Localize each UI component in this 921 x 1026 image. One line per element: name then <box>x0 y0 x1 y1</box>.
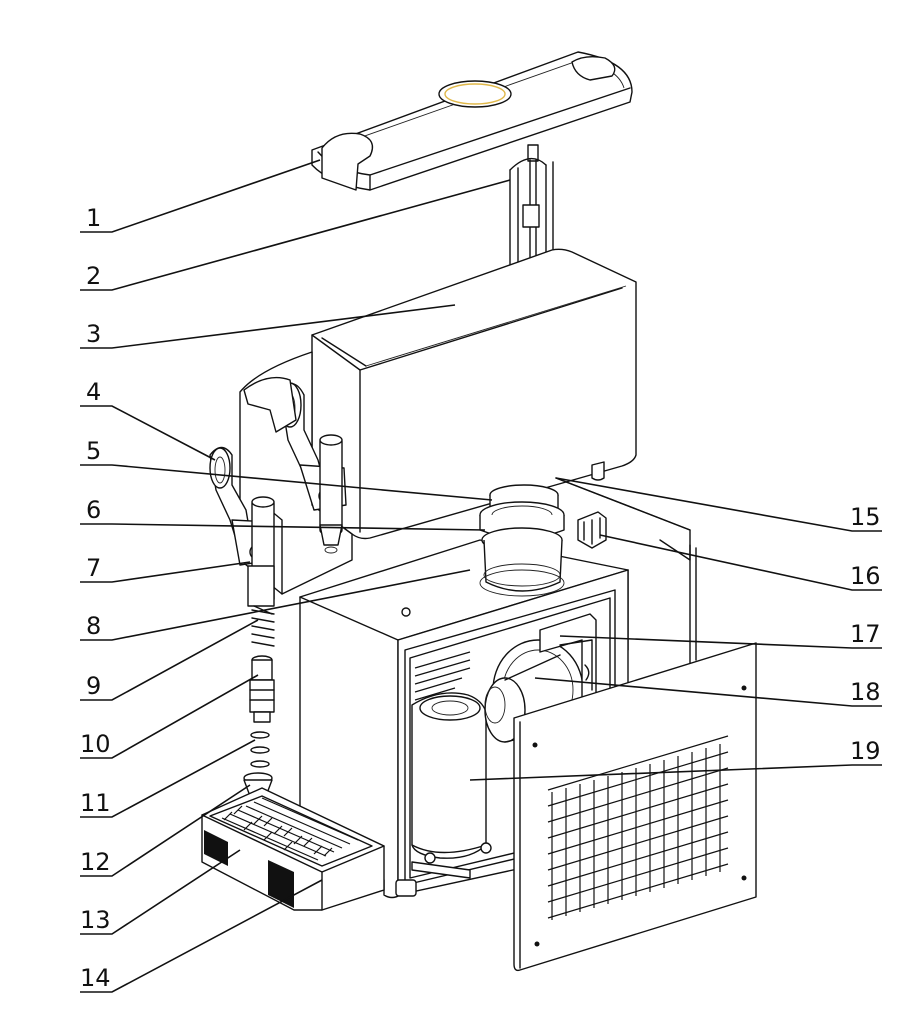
callout-labels-left: 1 2 3 4 5 6 7 8 9 10 11 12 13 14 <box>80 204 111 992</box>
compressor <box>411 692 492 864</box>
callout-11: 11 <box>80 789 111 817</box>
side-panel-vent-slots <box>547 735 729 920</box>
callout-16: 16 <box>850 562 881 590</box>
spout-left <box>247 496 275 607</box>
callout-7: 7 <box>86 554 101 582</box>
bowl <box>311 248 637 540</box>
callout-4: 4 <box>86 378 101 406</box>
callout-3: 3 <box>86 320 101 348</box>
callout-12: 12 <box>80 848 111 876</box>
callout-5: 5 <box>86 437 101 465</box>
switch-block <box>577 511 607 549</box>
callout-14: 14 <box>80 964 111 992</box>
callout-1: 1 <box>86 204 101 232</box>
callout-8: 8 <box>86 612 101 640</box>
callout-13: 13 <box>80 906 111 934</box>
callout-17: 17 <box>850 620 881 648</box>
lid <box>311 51 633 191</box>
callout-15: 15 <box>850 503 881 531</box>
foot-left <box>395 879 417 897</box>
o-rings <box>250 731 270 768</box>
callout-2: 2 <box>86 262 101 290</box>
callout-10: 10 <box>80 730 111 758</box>
callout-9: 9 <box>86 672 101 700</box>
plunger <box>249 655 275 723</box>
condenser <box>539 613 597 711</box>
callout-labels-right: 15 16 17 18 19 <box>850 503 881 765</box>
drip-tray-grate <box>221 797 359 861</box>
evaporator-seal <box>479 484 565 597</box>
callout-18: 18 <box>850 678 881 706</box>
cabinet-left-grille <box>414 651 471 701</box>
housing-grip <box>243 376 297 433</box>
leader-lines <box>80 159 882 993</box>
callout-19: 19 <box>850 737 881 765</box>
callout-6: 6 <box>86 496 101 524</box>
side-panel <box>513 642 757 972</box>
drip-tray <box>201 787 385 911</box>
